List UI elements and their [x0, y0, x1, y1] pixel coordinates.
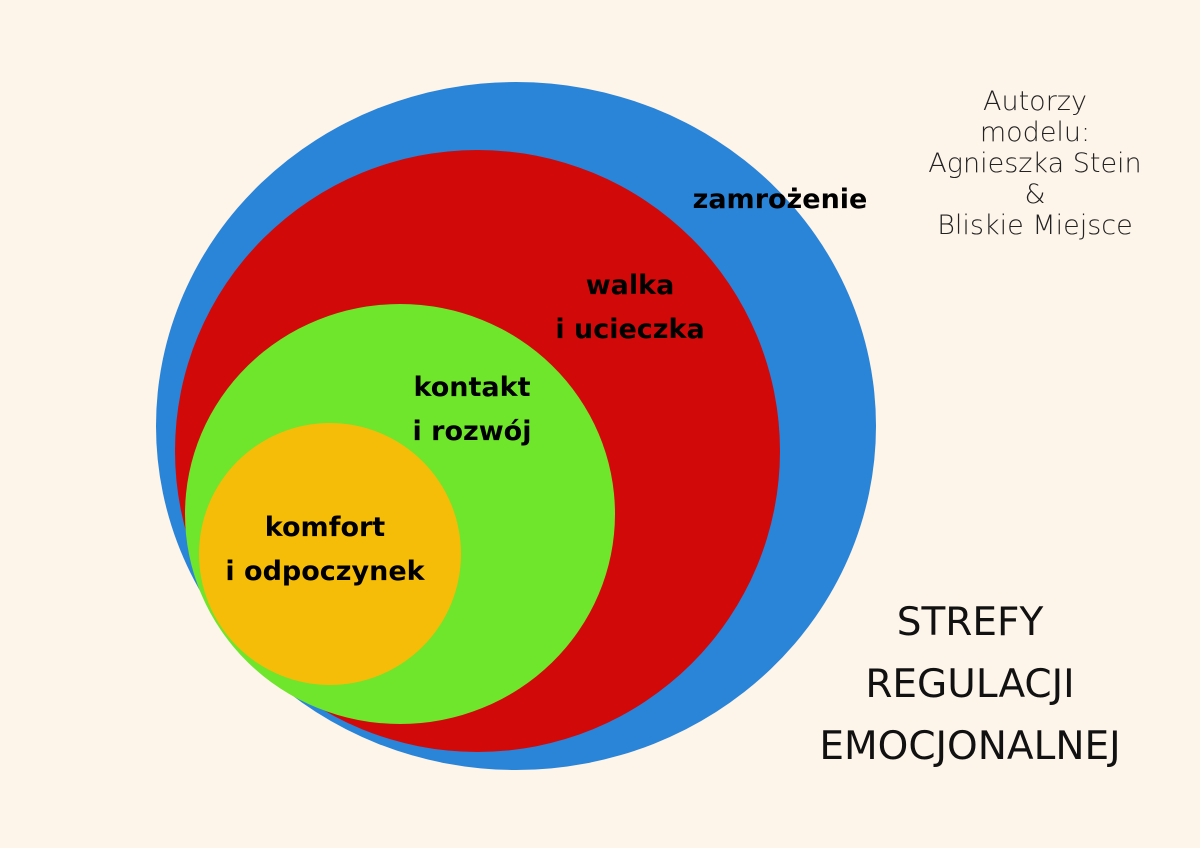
fight-flight-zone-label-line-2: i ucieczka: [555, 314, 705, 345]
authors-credit: Autorzy modelu: Agnieszka Stein & Bliski…: [905, 86, 1165, 241]
comfort-rest-zone-label-line-2: i odpoczynek: [225, 556, 425, 587]
authors-credit-line-2: modelu:: [979, 117, 1091, 148]
diagram-title: STREFY REGULACJI EMOCJONALNEJ: [790, 592, 1150, 778]
comfort-rest-zone-label: komfort i odpoczynek: [190, 506, 460, 594]
diagram-title-line-1: STREFY: [896, 600, 1044, 645]
authors-credit-line-1: Autorzy: [983, 86, 1087, 117]
diagram-title-line-3: EMOCJONALNEJ: [819, 724, 1121, 769]
freeze-zone-label-line-1: zamrożenie: [692, 184, 868, 215]
freeze-zone-label: zamrożenie: [640, 178, 920, 222]
fight-flight-zone-label-line-1: walka: [585, 270, 675, 301]
fight-flight-zone-label: walka i ucieczka: [510, 264, 750, 352]
contact-growth-zone-label-line-1: kontakt: [413, 372, 531, 403]
comfort-rest-zone-label-line-1: komfort: [264, 512, 386, 543]
authors-credit-line-5: Bliskie Miejsce: [937, 210, 1133, 241]
authors-credit-line-3: Agnieszka Stein: [928, 148, 1142, 179]
diagram-title-line-2: REGULACJI: [865, 662, 1075, 707]
comfort-rest-zone-circle: [199, 423, 461, 685]
contact-growth-zone-label-line-2: i rozwój: [412, 416, 532, 447]
contact-growth-zone-label: kontakt i rozwój: [372, 366, 572, 454]
authors-credit-line-4: &: [1024, 179, 1046, 210]
